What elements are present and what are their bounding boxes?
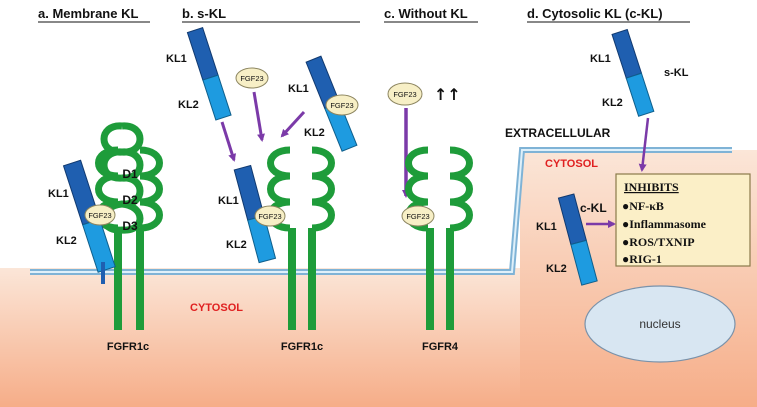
ckl-label: c-KL — [580, 201, 607, 215]
inhibits-title: INHIBITS — [624, 180, 679, 194]
kl1-label-d2: KL1 — [536, 221, 557, 233]
kl1-label-b2: KL1 — [288, 83, 309, 95]
fgf23-bound-c — [401, 205, 435, 227]
fgf23-free-c — [387, 82, 423, 106]
panel-d: KL1 KL2 s-KL EXTRACELLULAR CYTOSOL KL1 K… — [505, 28, 751, 363]
cytosolic-klotho — [557, 193, 598, 286]
inhibits-box — [615, 173, 751, 267]
arrow-b2 — [252, 91, 265, 142]
inhibits-item: ●ROS/TXNIP — [622, 235, 695, 249]
fgf23-bound-b3 — [254, 205, 286, 227]
panel-b-title: b. s-KL — [182, 6, 226, 21]
fgf23-label-c1: FGF23 — [393, 90, 416, 99]
increase-arrows: ↑↑ — [434, 85, 461, 104]
fgf23-free-b — [235, 67, 269, 89]
cytosol-label-right: CYTOSOL — [545, 158, 598, 170]
extracellular-label: EXTRACELLULAR — [505, 126, 611, 140]
receptor-label-fgfr4: FGFR4 — [422, 341, 459, 353]
kl2-label-b3: KL2 — [226, 239, 247, 251]
fgf23-ligand-a — [84, 204, 116, 226]
kl1-label-d1: KL1 — [590, 53, 611, 65]
inhibits-item: ●NF-κB — [622, 199, 664, 213]
panel-c: FGF23 ↑↑ FGF23 FGFR4 — [387, 82, 473, 353]
panel-a: D1 D2 D3 FGFR1c KL1 KL2 FGF23 — [48, 122, 163, 353]
fgf23-label-b1: FGF23 — [240, 74, 263, 83]
soluble-klotho-d — [611, 28, 655, 117]
soluble-klotho-1 — [186, 26, 232, 121]
kl2-label-b1: KL2 — [178, 99, 199, 111]
kl2-label-d2: KL2 — [546, 263, 567, 275]
receptor-label-fgfr1c-b: FGFR1c — [281, 341, 323, 353]
skl-label-d: s-KL — [664, 67, 689, 79]
panel-a-title: a. Membrane KL — [38, 6, 138, 21]
kl1-label-b3: KL1 — [218, 195, 239, 207]
kl1-label-a: KL1 — [48, 188, 69, 200]
fgf23-label-a: FGF23 — [88, 211, 111, 220]
receptor-label-fgfr1c-a: FGFR1c — [107, 341, 149, 353]
kl2-label-d1: KL2 — [602, 97, 623, 109]
domain-d1-label: D1 — [122, 167, 138, 181]
cytosol-label-left: CYTOSOL — [190, 302, 243, 314]
cytosol-region-left — [0, 268, 520, 407]
cell-membrane-highlight — [30, 149, 732, 273]
fgf23-label-c2: FGF23 — [406, 212, 429, 221]
fgf23-label-b2: FGF23 — [330, 101, 353, 110]
domain-d2-label: D2 — [122, 193, 138, 207]
panel-c-title: c. Without KL — [384, 6, 468, 21]
arrow-d1 — [638, 117, 650, 172]
inhibits-item: ●RIG-1 — [622, 252, 662, 266]
fgf23-label-b3: FGF23 — [258, 212, 281, 221]
kl1-label-b1: KL1 — [166, 53, 187, 65]
domain-d3-label: D3 — [122, 219, 138, 233]
fgf23-bound-b2 — [325, 94, 359, 116]
arrow-b1 — [220, 121, 237, 162]
nucleus — [584, 285, 736, 363]
panel-d-title: d. Cytosolic KL (c-KL) — [527, 6, 663, 21]
nucleus-label: nucleus — [639, 317, 680, 331]
kl2-label-b2: KL2 — [304, 127, 325, 139]
inhibits-item: ●Inflammasome — [622, 217, 707, 231]
kl2-label-a: KL2 — [56, 235, 77, 247]
panel-b: KL1 KL2 FGF23 KL1 KL2 FGF23 FGFR1c — [166, 26, 359, 353]
arrow-b3 — [280, 110, 306, 138]
